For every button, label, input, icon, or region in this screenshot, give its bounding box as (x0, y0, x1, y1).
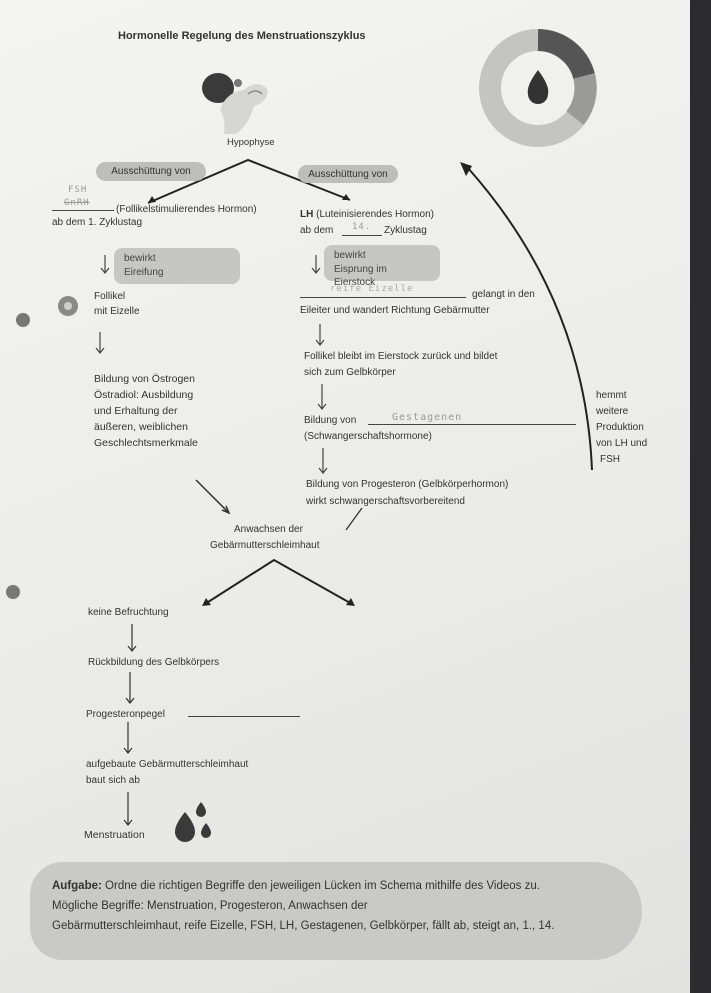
task-label: Aufgabe: (52, 880, 102, 892)
feedback-3: Produktion (596, 422, 644, 433)
right-pill: Ausschüttung von (298, 165, 398, 183)
task-box: Aufgabe: Ordne die richtigen Begriffe de… (30, 862, 642, 960)
oe-line-3: und Erhaltung der (94, 405, 178, 417)
page-title: Hormonelle Regelung des Menstruationszyk… (118, 30, 366, 42)
oe-line-2: Östradiol: Ausbildung (94, 389, 194, 401)
oe-line-4: äußeren, weiblichen (94, 421, 188, 433)
fill-crossed: GnRH (64, 198, 90, 208)
feedback-5: FSH (600, 454, 620, 465)
follikel-2: mit Eizelle (94, 306, 140, 317)
fill-gest: Gestagenen (392, 412, 463, 423)
center-1: Anwachsen der (234, 524, 303, 535)
right-start-a: ab dem (300, 225, 334, 236)
center-2: Gebärmutterschleimhaut (210, 540, 320, 551)
left-pill: Ausschüttung von (96, 162, 206, 181)
mens: Menstruation (84, 829, 145, 841)
follikel-1: Follikel (94, 291, 126, 302)
punch-hole (6, 585, 20, 599)
fill-day: 14. (352, 222, 372, 232)
egg-a: gelangt in den (472, 289, 535, 300)
fsh-blank (52, 210, 114, 211)
lh-bold: LH (300, 209, 314, 220)
head-icon (202, 73, 268, 134)
prog-blank (188, 716, 300, 717)
fsh-hormone: (Follikelstimulierendes Hormon) (116, 204, 257, 215)
task-line-2: Mögliche Begriffe: Menstruation, Progest… (52, 900, 368, 912)
right-effect-box: bewirkt Eisprung im Eierstock (324, 245, 440, 288)
prog-level: Progesteronpegel (86, 709, 165, 720)
day-blank (342, 235, 382, 236)
left-start: ab dem 1. Zyklustag (52, 217, 143, 228)
prog-1: Bildung von Progesteron (Gelbkörperhormo… (306, 479, 509, 490)
diagram-lines (58, 29, 597, 842)
aufg-1: aufgebaute Gebärmutterschleimhaut (86, 759, 249, 770)
rueck: Rückbildung des Gelbkörpers (88, 657, 220, 668)
egg-b: Eileiter und wandert Richtung Gebärmutte… (300, 305, 490, 316)
feedback-2: weitere (596, 406, 629, 417)
lh-hormone: (Luteinisierendes Hormon) (316, 209, 434, 220)
lh-line: LH (Luteinisierendes Hormon) (300, 208, 434, 221)
fill-egg: reife Eizelle (330, 284, 414, 294)
gelb-1: Follikel bleibt im Eierstock zurück und … (304, 351, 498, 362)
follicle-icon (58, 296, 78, 316)
prog-2: wirkt schwangerschaftsvorbereitend (306, 496, 465, 507)
fill-fsh: FSH (68, 185, 88, 195)
task-text-1: Ordne die richtigen Begriffe den jeweili… (105, 880, 540, 892)
gelb-2: sich zum Gelbkörper (304, 367, 396, 378)
right-bewirkt: bewirkt (334, 250, 366, 261)
blood-drops-icon (175, 802, 211, 842)
worksheet: Hormonelle Regelung des Menstruationszyk… (0, 0, 690, 993)
feedback-4: von LH und (596, 438, 648, 449)
gest-blank (368, 424, 576, 425)
cycle-donut-icon (479, 29, 597, 147)
left-bewirkt: bewirkt (124, 253, 156, 264)
no-fert: keine Befruchtung (88, 607, 169, 618)
hypophyse-label: Hypophyse (227, 137, 275, 148)
feedback-1: hemmt (596, 390, 627, 401)
right-start-b: Zyklustag (384, 225, 427, 236)
oe-line-1: Bildung von Östrogen (94, 373, 195, 385)
bild-b: (Schwangerschaftshormone) (304, 431, 432, 442)
aufg-2: baut sich ab (86, 775, 140, 786)
left-effect: Eireifung (124, 266, 164, 278)
task-line-1: Aufgabe: Ordne die richtigen Begriffe de… (52, 880, 540, 892)
egg-blank (300, 297, 466, 298)
left-effect-box: bewirkt Eireifung (114, 248, 240, 284)
oe-line-5: Geschlechtsmerkmale (94, 437, 198, 449)
right-effect: Eisprung im Eierstock (334, 263, 387, 289)
task-line-3: Gebärmutterschleimhaut, reife Eizelle, F… (52, 920, 555, 932)
bild-a: Bildung von (304, 415, 357, 426)
punch-hole (16, 313, 30, 327)
